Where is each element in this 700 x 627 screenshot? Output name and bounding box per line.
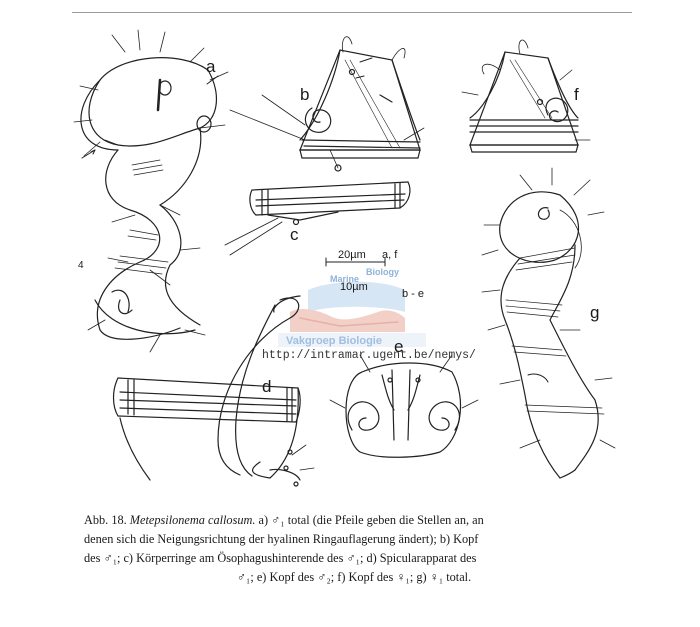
panel-label-a: a [206,57,216,76]
panel-label-e: e [394,337,403,356]
scale-bar-10-panels: b - e [402,288,424,300]
panel-c-drawing [224,181,411,256]
panel-b-drawing [229,36,425,172]
watermark-line1: Marine [330,274,359,284]
caption-line-3: des ♂₁; c) Körperringe am Ösophagushinte… [84,551,477,565]
panel-f-drawing [461,39,591,153]
panel-label-g: g [590,303,599,322]
panel-label-b: b [300,85,309,104]
caption-figure-number: Abb. 18. [84,513,127,527]
scale-bar-20-panels: a, f [382,249,398,261]
caption-line-1: Abb. 18. Metepsilonema callosum. a) ♂₁ t… [84,511,624,530]
watermark-logo [278,281,426,347]
panel-label-c: c [290,225,299,244]
panel-d-drawing [112,295,315,487]
panel-label-d: d [262,377,271,396]
top-rule [72,12,632,13]
panel-label-f: f [574,85,579,104]
panel-e-drawing [329,354,479,458]
watermark-line3: Vakgroep Biologie [286,335,382,347]
scale-bar-20-label: 20µm [338,249,366,261]
caption-line-2: denen sich die Neigungsrichtung der hyal… [84,532,479,546]
caption-species: Metepsilonema callosum. [129,513,256,527]
figure-plate: a b c d e f g 4 20µm a, f 10µm b - e Mar… [73,29,616,487]
figure-caption: Abb. 18. Metepsilonema callosum. a) ♂₁ t… [84,511,624,587]
panel-a-drawing [73,29,229,353]
caption-line-4: ♂₁; e) Kopf des ♂₂; f) Kopf des ♀₁; g) ♀… [236,570,472,584]
scale-bar-10-label: 10µm [340,281,368,293]
margin-mark: 4 [78,260,84,271]
caption-line-1-rest: a) ♂₁ total (die Pfeile geben die Stelle… [258,513,484,527]
watermark-url: http://intramar.ugent.be/nemys/ [262,349,476,362]
panel-g-drawing [481,167,616,479]
watermark-line2: Biology [366,267,399,277]
